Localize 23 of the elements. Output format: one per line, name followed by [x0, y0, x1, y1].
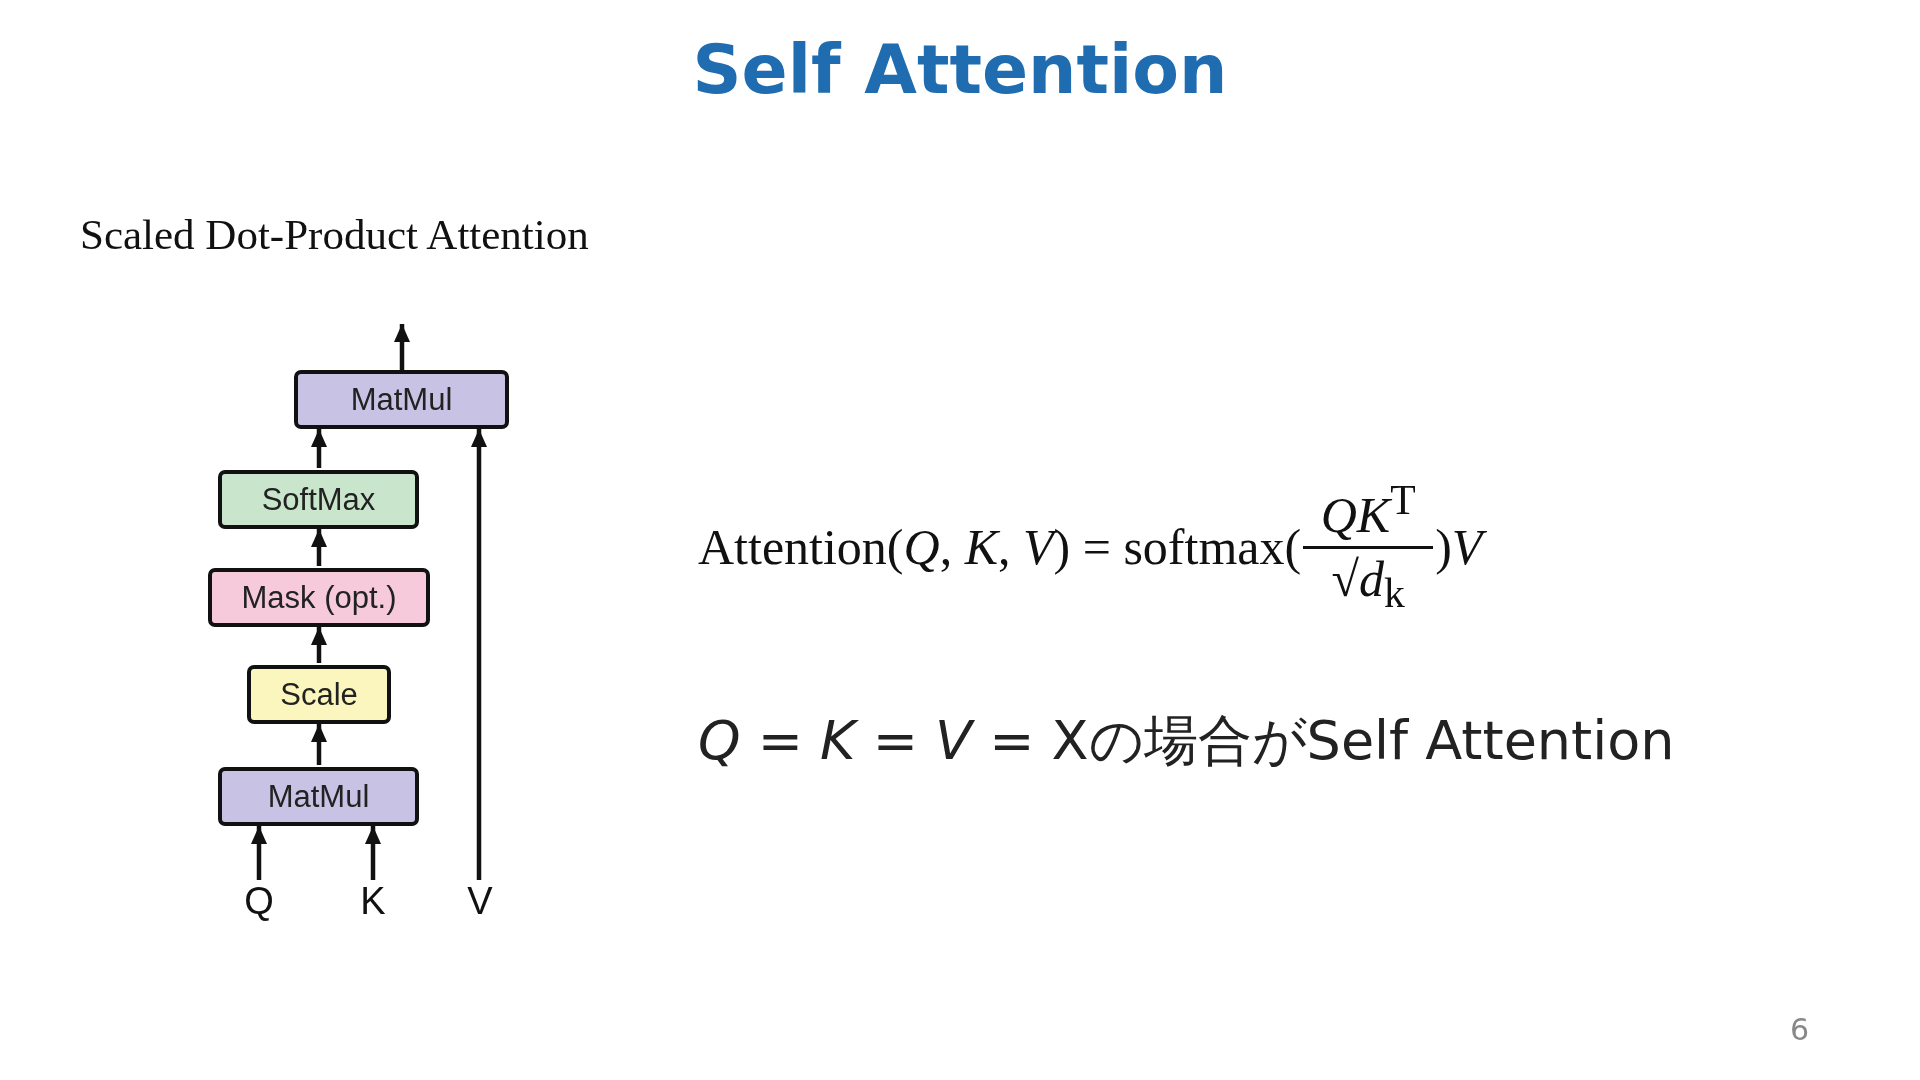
formula-text: Attention(Q, K, V) = softmax( [698, 518, 1302, 577]
process-box: Scale [247, 665, 391, 724]
slide-title: Self Attention [691, 30, 1229, 109]
input-label: K [356, 882, 390, 922]
statement-text: Q = K = V = Xの場合がSelf Attention [698, 708, 1675, 774]
arrow [311, 429, 327, 468]
fraction-numerator: QK$^{T}$ [1320, 478, 1416, 543]
arrow [251, 826, 267, 880]
input-label: Q [242, 882, 276, 922]
process-box: SoftMax [218, 470, 419, 529]
arrow [311, 627, 327, 663]
process-box: Mask (opt.) [208, 568, 430, 627]
fraction-denominator: √d$_{k}$ [1331, 551, 1405, 617]
arrow [311, 529, 327, 566]
arrow [311, 724, 327, 765]
process-box: MatMul [294, 370, 509, 429]
process-box: MatMul [218, 767, 419, 826]
arrow [394, 324, 410, 370]
arrow [471, 429, 487, 880]
arrow [365, 826, 381, 880]
diagram-heading: Scaled Dot-Product Attention [80, 210, 589, 259]
page-number: 6 [1790, 1012, 1810, 1047]
input-label: V [463, 882, 497, 922]
